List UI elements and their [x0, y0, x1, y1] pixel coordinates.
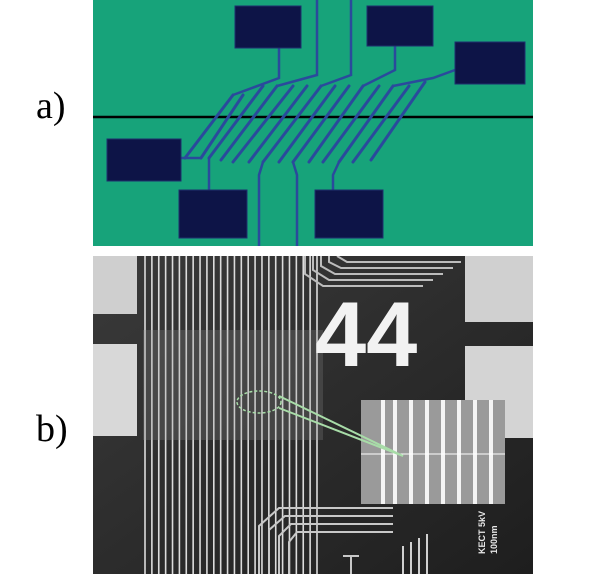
die-marking: 44 [315, 284, 417, 386]
substrate-background [93, 0, 533, 246]
inset-nanowire [489, 400, 493, 504]
diagonal-trace-group [183, 80, 427, 164]
panel-a-label: a) [36, 85, 66, 127]
route-trace [257, 161, 265, 246]
routing-traces [304, 256, 461, 287]
inset-nanowire [425, 400, 429, 504]
route-trace [276, 0, 319, 88]
panel-b-label: b) [36, 408, 68, 450]
nanowire-array [144, 256, 318, 574]
left-bottom-pad [93, 344, 137, 436]
diagonal-trace [351, 84, 411, 164]
diagonal-trace [199, 93, 245, 160]
inset-nanowire [473, 400, 477, 504]
pad-group [106, 5, 526, 239]
fanout-trace [268, 515, 393, 574]
diagonal-trace [207, 84, 265, 160]
route-trace [320, 0, 353, 88]
schematic-panel [93, 0, 533, 246]
inset-nanowire [457, 400, 461, 504]
diagonal-trace [321, 84, 381, 164]
magnified-region-marker [236, 390, 282, 414]
schematic-drawing [93, 0, 533, 246]
inset-nanowire [381, 400, 385, 504]
routing-trace [320, 256, 443, 275]
fanout-trace [288, 531, 393, 574]
route-trace [362, 46, 397, 88]
diagonal-trace [183, 93, 235, 160]
inset-nanowire [441, 400, 445, 504]
contact-pad [178, 189, 248, 239]
diagonal-trace [219, 84, 279, 162]
contact-pad [234, 5, 302, 49]
micrograph-info-text: 100nm [489, 525, 499, 554]
diagonal-trace [277, 84, 337, 164]
inset-nanowire [409, 400, 413, 504]
routing-trace [312, 256, 433, 281]
fanout-trace [278, 523, 393, 574]
right-top-pad [465, 256, 533, 322]
diagonal-trace [291, 84, 351, 164]
route-trace [291, 161, 299, 246]
callout-line [278, 395, 404, 457]
micrograph-info-text: KECT 5kV [477, 511, 487, 554]
fanout-traces [258, 507, 393, 574]
routing-trace [336, 256, 461, 263]
contact-pad [366, 5, 434, 47]
contact-pad [314, 189, 384, 239]
micrograph-panel: 44 KECT 5kV 100nm [93, 256, 533, 574]
diagonal-trace [231, 84, 295, 164]
route-trace [331, 161, 341, 190]
fanout-trace [258, 507, 393, 574]
micrograph-image: 44 KECT 5kV 100nm [93, 256, 533, 574]
route-group [181, 0, 456, 246]
left-top-pad [93, 256, 137, 314]
route-trace [392, 68, 456, 88]
contact-pad [454, 41, 526, 85]
route-trace [232, 48, 281, 97]
diagonal-trace [337, 84, 395, 164]
micrograph-info-bar: KECT 5kV 100nm [477, 511, 499, 554]
diagonal-trace [247, 84, 309, 164]
routing-trace [328, 256, 453, 269]
callout-line [278, 407, 404, 457]
contact-pad [106, 138, 182, 182]
diagonal-trace [369, 80, 427, 162]
array-overlap-region [143, 330, 323, 440]
diagonal-trace [307, 84, 365, 164]
diagonal-trace [261, 84, 323, 164]
bottom-comb [402, 534, 428, 574]
routing-trace [304, 256, 423, 287]
